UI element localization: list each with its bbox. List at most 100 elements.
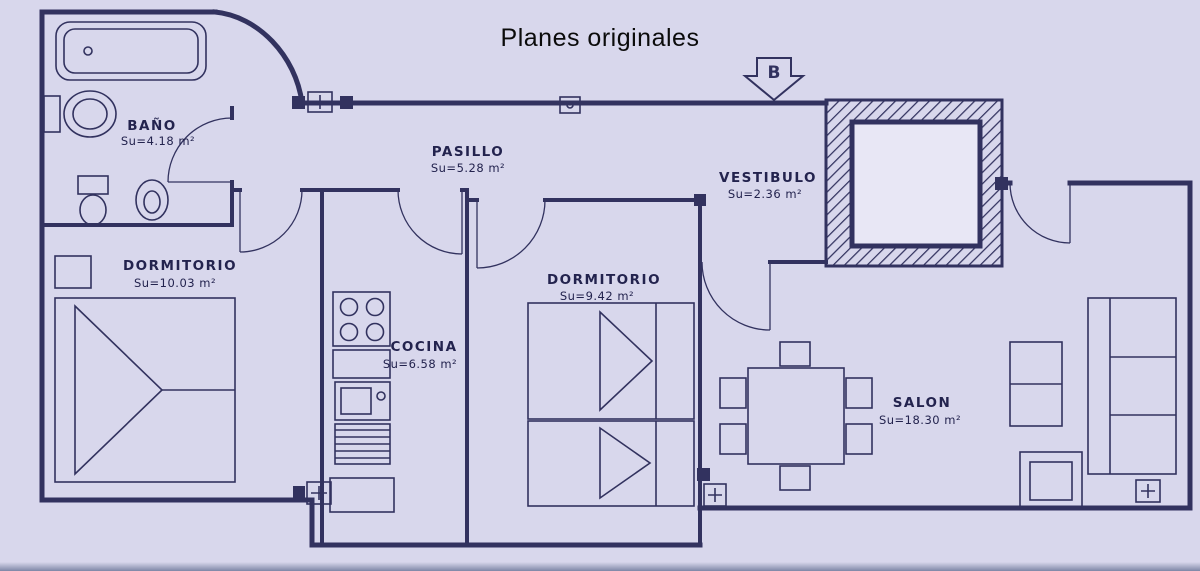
junction-box [694, 194, 706, 206]
washer-vents [335, 429, 390, 459]
washbasin [63, 90, 117, 138]
stove [332, 291, 391, 347]
counter [332, 349, 391, 379]
bed-blanket-fold [599, 310, 654, 412]
chair [719, 423, 747, 455]
bathroom-fixtures [43, 21, 207, 226]
room-name: DORMITORIO [123, 258, 237, 274]
elevator-shaft-cab [849, 119, 983, 249]
wall-corridor-bottom [230, 188, 702, 202]
stove-burner [339, 297, 359, 317]
nightstand [54, 255, 92, 289]
room-dormitorio1: DORMITORIO Su=10.03 m² [123, 258, 237, 290]
room-area: Su=18.30 m² [879, 413, 961, 427]
sofa [1087, 297, 1177, 475]
page-title: Planes originales [500, 24, 700, 52]
marker-cross [708, 488, 722, 502]
junction-box [293, 486, 305, 498]
door-swing-arc [397, 189, 463, 255]
door-swing-arc [239, 189, 303, 253]
bed-blanket-fold [599, 426, 652, 500]
base-cabinet [329, 477, 395, 513]
chair [779, 341, 811, 367]
single-bed-upper [527, 302, 695, 420]
dining-table [747, 367, 845, 465]
plan-markers [292, 91, 1161, 507]
door-swing-arc [167, 117, 233, 183]
room-bano: BAÑO Su=4.18 m² [121, 117, 195, 148]
door-bedroom2 [476, 199, 546, 269]
kitchen-appliances [329, 291, 395, 513]
junction-box [995, 177, 1008, 190]
door-bathroom [167, 117, 233, 183]
kitchen-sink [334, 381, 391, 421]
marker-cross [1141, 484, 1155, 498]
door-terrace [1009, 182, 1071, 244]
marker-cross [312, 95, 328, 109]
bedroom2-furniture [527, 302, 695, 507]
marker-box [1135, 479, 1161, 503]
chair [845, 423, 873, 455]
room-area: Su=6.58 m² [383, 357, 457, 371]
wall-curved-corner [212, 9, 305, 106]
bed-blanket-fold [74, 304, 164, 476]
room-cocina: COCINA Su=6.58 m² [383, 339, 457, 371]
door-bedroom1 [239, 189, 303, 253]
marker-cross [311, 486, 327, 500]
stove-burner [365, 297, 385, 317]
armchair-seat [1029, 461, 1073, 501]
bathtub-inner [63, 28, 199, 74]
marker-box [559, 96, 581, 114]
bidet [135, 179, 169, 221]
door-kitchen [397, 189, 463, 255]
toilet-bowl [79, 194, 107, 226]
junction-box [340, 96, 353, 109]
stove-burner [365, 322, 385, 342]
bidet-bowl [143, 190, 161, 214]
door-swing-arc [1009, 182, 1071, 244]
room-name: SALON [893, 395, 952, 411]
kitchen-faucet [376, 391, 386, 401]
marker-box [306, 481, 332, 505]
door-swing-arc [701, 261, 771, 331]
marker-box [703, 483, 727, 507]
room-name: PASILLO [432, 144, 505, 160]
room-pasillo: PASILLO Su=5.28 m² [431, 144, 505, 175]
room-area: Su=10.03 m² [134, 276, 216, 290]
doors [167, 117, 1071, 331]
room-area: Su=4.18 m² [121, 134, 195, 148]
marker-dot [566, 101, 574, 109]
orientation-label: B [768, 63, 781, 83]
room-labels: BAÑO Su=4.18 m² PASILLO Su=5.28 m² VESTI… [121, 117, 961, 427]
sofa-cushion-line [1110, 356, 1176, 416]
kitchen-sink-basin [340, 387, 372, 415]
salon-furniture [719, 297, 1177, 509]
washbasin-bowl [72, 98, 108, 130]
room-area: Su=5.28 m² [431, 161, 505, 175]
room-name: COCINA [390, 339, 457, 355]
junction-box [697, 468, 710, 481]
down-arrow-icon [742, 57, 806, 102]
walls [39, 9, 1193, 548]
room-salon: SALON Su=18.30 m² [879, 395, 961, 427]
bathtub [55, 21, 207, 81]
room-vestibulo: VESTIBULO Su=2.36 m² [719, 170, 817, 201]
bathtub-drain [83, 46, 93, 56]
chair [845, 377, 873, 409]
armchair [1019, 451, 1083, 509]
orientation-arrow: B [742, 57, 806, 102]
room-area: Su=2.36 m² [728, 187, 802, 201]
door-swing-arc [476, 199, 546, 269]
room-name: BAÑO [127, 117, 177, 134]
scan-edge-shadow [0, 562, 1200, 571]
toilet-tank [77, 175, 109, 195]
junction-box [292, 96, 305, 109]
stove-burner [339, 322, 359, 342]
room-name: DORMITORIO [547, 272, 661, 288]
elevator-shaft [824, 98, 1004, 268]
room-name: VESTIBULO [719, 170, 817, 186]
chair [719, 377, 747, 409]
chair [779, 465, 811, 491]
